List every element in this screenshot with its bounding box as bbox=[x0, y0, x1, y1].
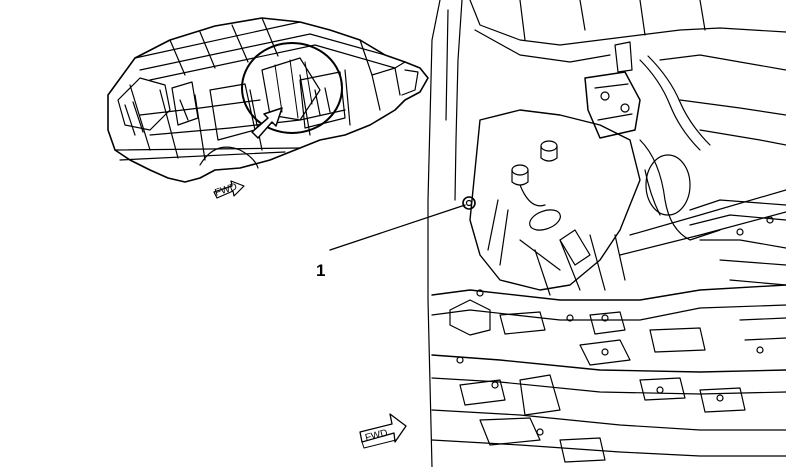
part-1-fastener bbox=[462, 196, 476, 210]
callout-leader bbox=[329, 204, 466, 251]
magnifier-circle bbox=[241, 42, 343, 134]
fwd-arrow-small: FWD bbox=[213, 180, 245, 199]
underbody-detail-view bbox=[427, 0, 786, 467]
callout-number: 1 bbox=[316, 261, 325, 280]
vehicle-body-locator-view bbox=[107, 17, 429, 183]
locator-pointer-arrow bbox=[251, 107, 283, 139]
fwd-arrow-small-label: FWD bbox=[214, 181, 239, 199]
fwd-arrow-large: FWD bbox=[359, 413, 407, 449]
fwd-arrow-large-label: FWD bbox=[364, 428, 389, 444]
